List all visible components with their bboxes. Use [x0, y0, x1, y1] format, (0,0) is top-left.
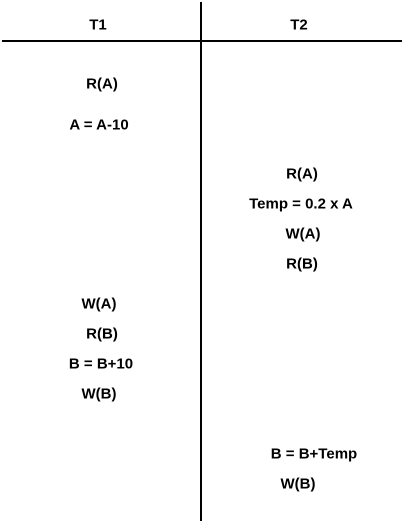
header-t1: T1: [89, 16, 107, 34]
t1-op-4: R(B): [86, 325, 118, 343]
column-divider: [200, 2, 202, 521]
t2-op-1: R(A): [286, 165, 318, 183]
t2-op-5: B = B+Temp: [270, 445, 358, 463]
t1-op-6: W(B): [81, 385, 117, 403]
t2-op-3: W(A): [285, 225, 321, 243]
t1-op-3: W(A): [81, 295, 117, 313]
header-divider: [2, 40, 402, 42]
t1-op-1: R(A): [86, 75, 118, 93]
header-t2: T2: [290, 16, 308, 34]
t2-op-6: W(B): [280, 475, 316, 493]
t1-op-2: A = A-10: [69, 116, 129, 134]
t2-op-2: Temp = 0.2 x A: [249, 195, 353, 213]
t1-op-5: B = B+10: [68, 355, 134, 373]
t2-op-4: R(B): [286, 255, 318, 273]
